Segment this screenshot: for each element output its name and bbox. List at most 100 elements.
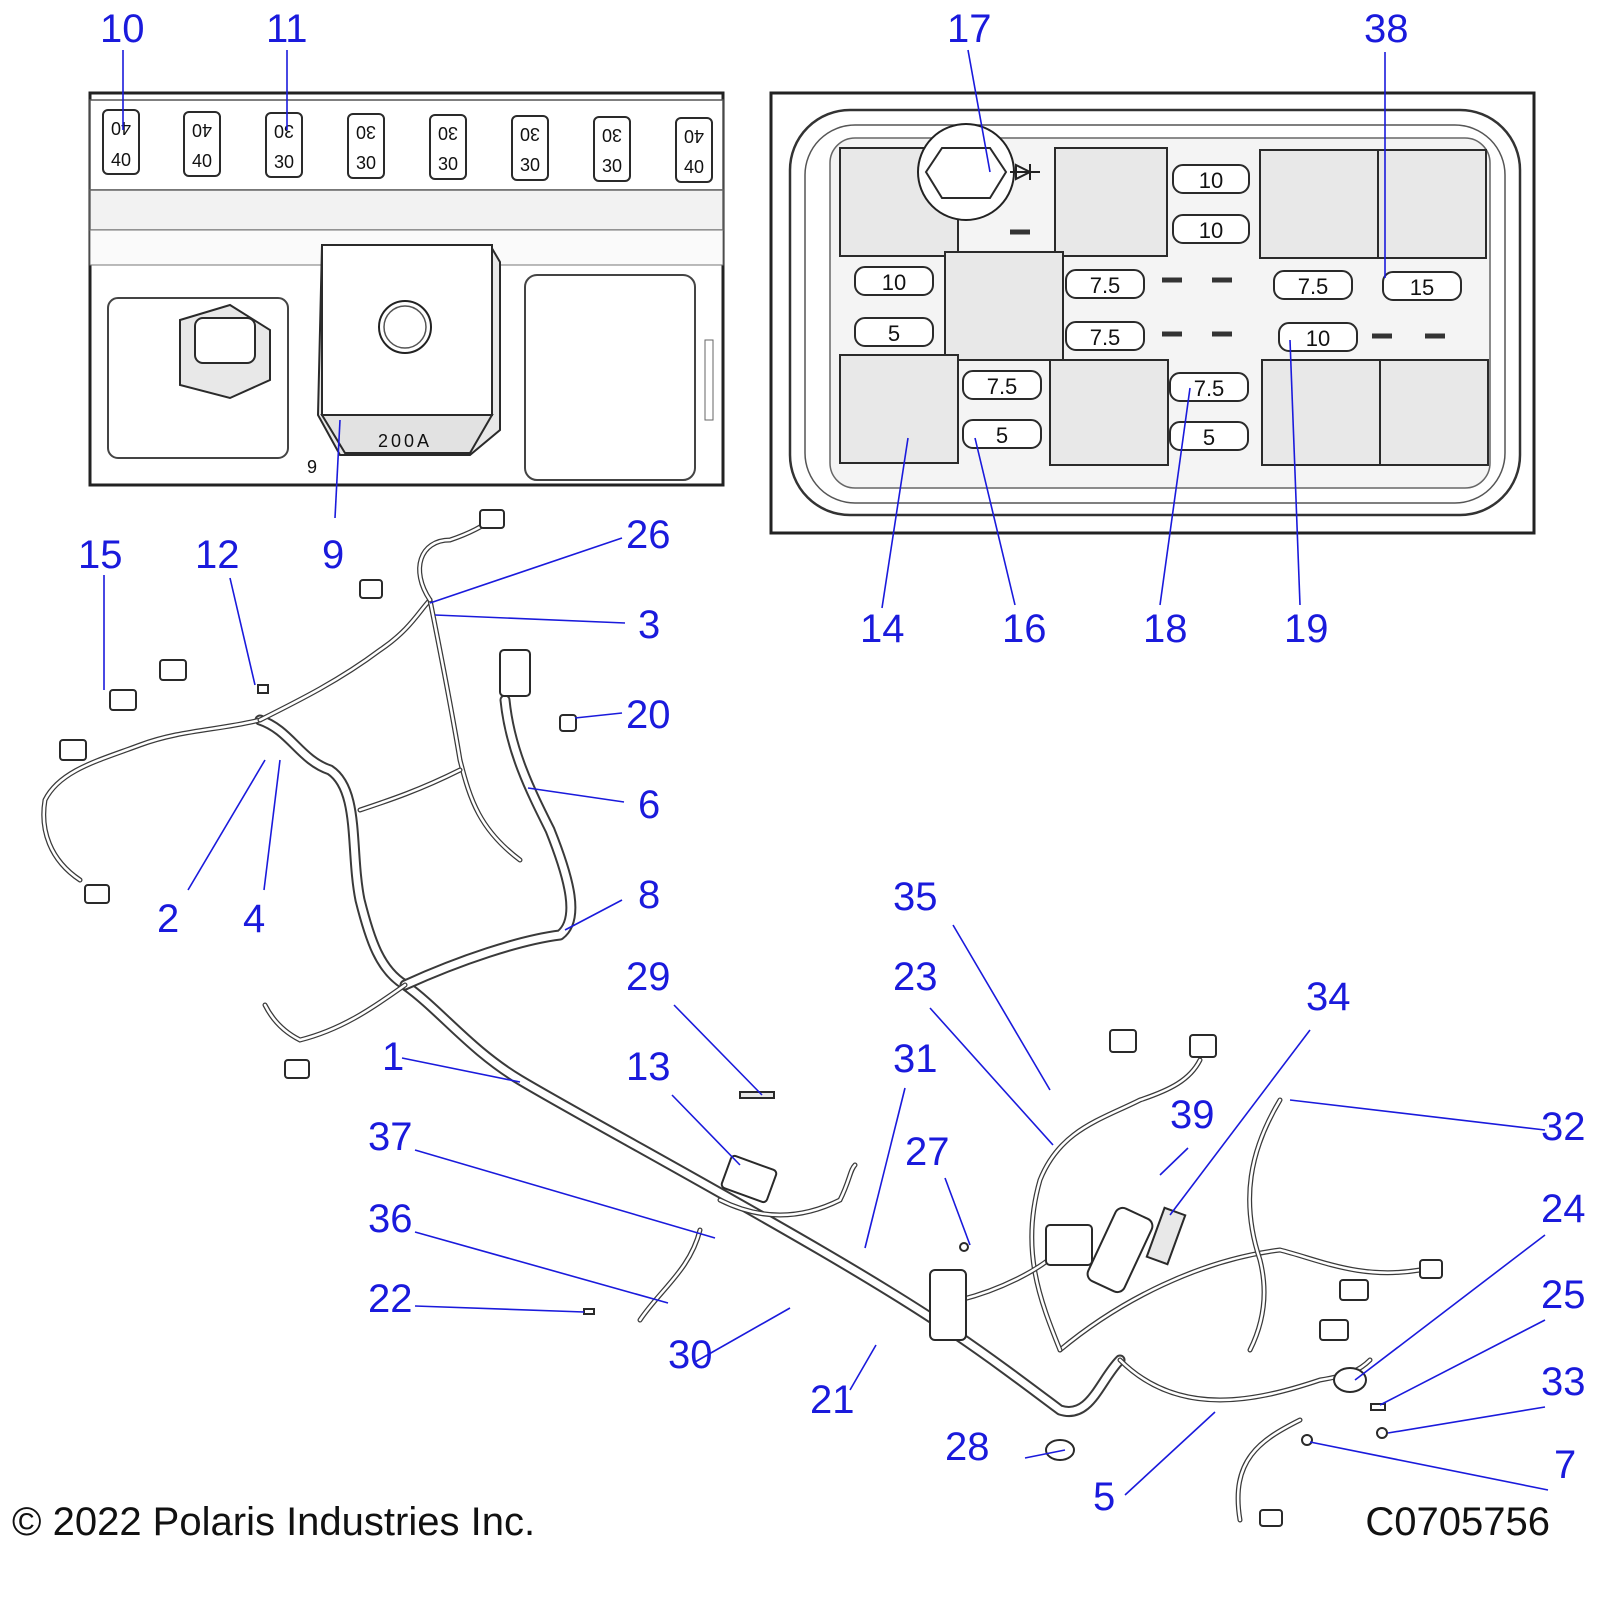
callout-12: 12 — [195, 533, 240, 577]
svg-text:7.5: 7.5 — [1090, 273, 1121, 298]
fuse-7-5c: 7.5 — [1273, 270, 1353, 300]
fuse-10d: 10 — [1278, 322, 1358, 352]
callout-14: 14 — [860, 607, 905, 651]
fuse-7-5d: 7.5 — [962, 370, 1042, 400]
leader-lines — [103, 49, 1549, 1496]
connector-6 — [499, 649, 531, 697]
callout-9: 9 — [322, 533, 344, 577]
fuse: 30 30 — [347, 113, 385, 179]
fuse-7-5b: 7.5 — [1065, 321, 1145, 351]
callout-6: 6 — [638, 783, 660, 827]
callout-37: 37 — [368, 1115, 413, 1159]
ecu-connector — [929, 1269, 967, 1341]
callout-13: 13 — [626, 1045, 671, 1089]
callout-8: 8 — [638, 873, 660, 917]
fuse-5c: 5 — [1169, 421, 1249, 451]
part-20 — [559, 714, 577, 732]
callout-23: 23 — [893, 955, 938, 999]
fuse-7-5e: 7.5 — [1169, 372, 1249, 402]
fuse-rating: 30 — [602, 156, 622, 176]
svg-text:5: 5 — [1203, 425, 1215, 450]
callout-21: 21 — [810, 1378, 855, 1422]
svg-text:5: 5 — [996, 423, 1008, 448]
fuse-11: 30 30 — [265, 112, 303, 178]
fuse-rating-mirror: 40 — [111, 118, 131, 138]
fuse-15: 15 — [1382, 271, 1462, 301]
part-7 — [1301, 1434, 1313, 1446]
svg-text:7.5: 7.5 — [1298, 274, 1329, 299]
part-29 — [739, 1091, 775, 1099]
callout-4: 4 — [243, 897, 265, 941]
svg-text:7.5: 7.5 — [1194, 376, 1225, 401]
svg-text:5: 5 — [888, 321, 900, 346]
callout-31: 31 — [893, 1037, 938, 1081]
callout-16: 16 — [1002, 607, 1047, 651]
fuse-rating: 30 — [356, 153, 376, 173]
fuse: 30 30 — [511, 115, 549, 181]
fuse-rating: 40 — [111, 150, 131, 170]
fuse-rating: 30 — [520, 155, 540, 175]
fuse: 40 40 — [183, 111, 221, 177]
fuse: 30 30 — [593, 116, 631, 182]
drawing-id: C0705756 — [1365, 1500, 1550, 1544]
part-12 — [257, 684, 269, 694]
label-plate-34 — [1145, 1206, 1187, 1266]
fuse-block-200a: 200A — [316, 244, 501, 456]
callout-11: 11 — [266, 7, 308, 51]
callout-39: 39 — [1170, 1093, 1215, 1137]
fuse-rating: 40 — [192, 151, 212, 171]
callout-numbers: 10 11 17 38 15 12 9 26 3 20 6 8 14 16 18… — [78, 7, 1586, 1519]
grommet-28 — [1045, 1439, 1075, 1461]
diode-icon — [1010, 163, 1040, 181]
callout-5: 5 — [1093, 1475, 1115, 1519]
callout-28: 28 — [945, 1425, 990, 1469]
fuse-10c: 10 — [854, 266, 934, 296]
callout-1: 1 — [382, 1035, 404, 1079]
callout-19: 19 — [1284, 607, 1329, 651]
fuse-rating: 30 — [438, 154, 458, 174]
svg-text:10: 10 — [1306, 326, 1330, 351]
stamp-9: 9 — [307, 457, 317, 477]
callout-10: 10 — [100, 7, 145, 51]
fuse-7-5a: 7.5 — [1065, 269, 1145, 299]
module — [1086, 1206, 1154, 1294]
callout-36: 36 — [368, 1197, 413, 1241]
fuse-rating-mirror: 30 — [520, 124, 540, 144]
callout-15: 15 — [78, 533, 123, 577]
fuse-rating-mirror: 30 — [602, 125, 622, 145]
main-harness — [41, 509, 1443, 1527]
block-label: 200A — [378, 431, 432, 451]
callout-18: 18 — [1143, 607, 1188, 651]
callout-29: 29 — [626, 955, 671, 999]
fuse-rating-mirror: 40 — [192, 120, 212, 140]
svg-text:15: 15 — [1410, 275, 1434, 300]
fuse: 30 30 — [429, 114, 467, 180]
callout-26: 26 — [626, 513, 671, 557]
svg-text:10: 10 — [882, 270, 906, 295]
svg-text:7.5: 7.5 — [987, 374, 1018, 399]
inset-fuse-strip: 40 40 40 40 30 30 30 30 30 30 30 30 — [88, 91, 725, 487]
terminal-nut — [917, 123, 1040, 221]
callout-17: 17 — [947, 7, 992, 51]
copyright-notice: © 2022 Polaris Industries Inc. — [12, 1500, 536, 1544]
callout-24: 24 — [1541, 1187, 1586, 1231]
fuse-10: 40 40 — [102, 109, 140, 175]
callout-30: 30 — [668, 1333, 713, 1377]
callout-25: 25 — [1541, 1273, 1586, 1317]
callout-33: 33 — [1541, 1360, 1586, 1404]
fuse-rating: 30 — [274, 152, 294, 172]
callout-22: 22 — [368, 1277, 413, 1321]
part-27 — [959, 1242, 969, 1252]
connector — [1045, 1224, 1093, 1266]
fuse-rating: 40 — [684, 157, 704, 177]
part-22 — [583, 1308, 595, 1315]
callout-34: 34 — [1306, 975, 1351, 1019]
fuse-rating-mirror: 30 — [274, 121, 294, 141]
callout-2: 2 — [157, 897, 179, 941]
part-25 — [1370, 1403, 1386, 1411]
fuse-5b: 5 — [962, 419, 1042, 449]
callout-20: 20 — [626, 693, 671, 737]
grommet-24 — [1333, 1367, 1367, 1393]
fuse-rating-mirror: 30 — [356, 122, 376, 142]
inset-relay-box: 10 10 10 5 7.5 7.5 7.5 15 10 7.5 5 7.5 5 — [769, 91, 1536, 535]
